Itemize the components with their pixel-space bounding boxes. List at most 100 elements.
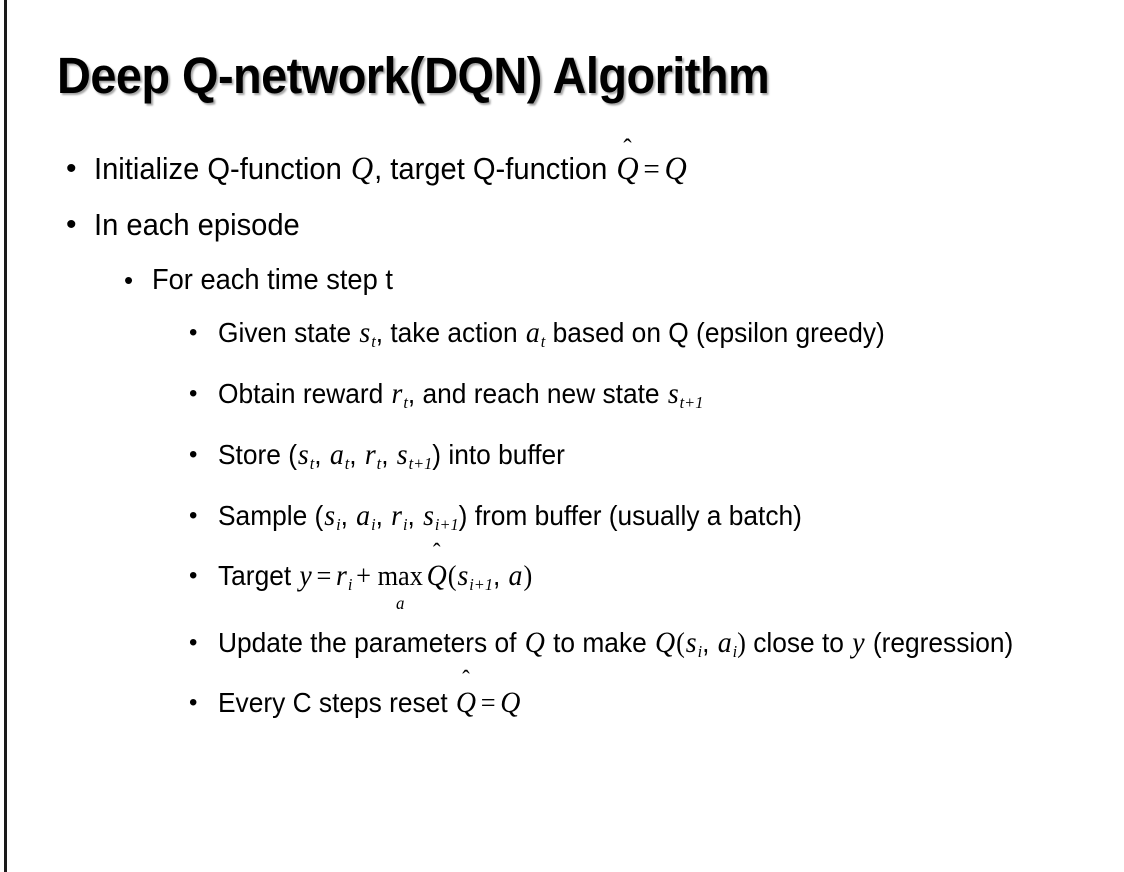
math-a: a	[717, 626, 732, 659]
text-fragment: , and reach new state	[407, 377, 667, 409]
math-q-hat: Q̂	[615, 148, 639, 190]
math-paren-close: )	[523, 561, 533, 593]
math-q-hat: Q̂	[455, 680, 477, 726]
text-fragment: ,	[349, 438, 364, 470]
math-q-base: Q	[426, 560, 447, 593]
bullet-marker: •	[189, 319, 198, 346]
math-equals: =	[643, 151, 660, 186]
math-equals: =	[316, 561, 332, 593]
math-q-hat: Q̂	[426, 553, 448, 599]
math-max-label: max	[377, 561, 423, 593]
math-r: r	[391, 499, 403, 532]
math-paren-open: (	[676, 627, 685, 659]
bullet-marker: •	[189, 379, 198, 407]
list-item: • Sample (si, ai, ri, si+1) from buffer …	[0, 493, 1124, 547]
math-s: s	[457, 560, 469, 593]
text-fragment: Every C steps reset	[218, 687, 455, 719]
math-r-subscript: t	[376, 453, 382, 473]
text-fragment: Target	[218, 560, 299, 592]
bullet-text-given-state: Given state st, take action at based on …	[218, 310, 1069, 364]
math-s-subscript: i	[697, 641, 703, 661]
math-q: Q	[500, 687, 521, 720]
text-fragment: ,	[375, 499, 391, 531]
bullet-marker: •	[189, 628, 198, 656]
text-fragment: Given state	[218, 317, 359, 348]
math-q-base: Q	[616, 151, 639, 187]
text-fragment: ) from buffer (usually a batch)	[458, 499, 802, 531]
bullet-text-store: Store (st, at, rt, st+1) into buffer	[218, 432, 1069, 486]
text-fragment: , target Q-function	[374, 151, 616, 186]
bullet-marker: •	[189, 562, 198, 590]
slide-left-border	[4, 0, 7, 872]
text-fragment: ,	[492, 560, 508, 592]
bullet-text-update-parameters: Update the parameters of Q to make Q(si,…	[218, 620, 1069, 674]
text-fragment: , take action	[375, 317, 525, 348]
bullet-text-obtain-reward: Obtain reward rt, and reach new state st…	[218, 371, 1069, 425]
bullet-text-for-each-time-step: For each time step t	[152, 264, 393, 296]
text-fragment: (regression)	[865, 626, 1014, 658]
math-a: a	[356, 499, 371, 532]
math-max-limit: a	[396, 592, 405, 613]
math-a: a	[525, 317, 540, 349]
bullet-text-in-each-episode: In each episode	[94, 207, 300, 242]
math-s-subscript: t	[371, 331, 376, 351]
list-item: • Initialize Q-function Q, target Q-func…	[0, 148, 1124, 190]
list-item: • Given state st, take action at based o…	[0, 310, 1124, 364]
bullet-marker: •	[66, 152, 77, 185]
math-s-subscript: t+1	[679, 392, 704, 412]
math-equals: =	[480, 688, 496, 720]
list-item: • In each episode	[0, 204, 1124, 246]
bullet-marker: •	[189, 689, 198, 717]
math-r: r	[364, 438, 376, 471]
text-fragment: Update the parameters of	[218, 626, 524, 658]
math-paren-close: )	[737, 627, 746, 659]
math-q-2: Q	[664, 151, 687, 187]
bullet-marker: •	[189, 440, 198, 468]
math-q: Q	[350, 151, 374, 187]
math-plus: +	[356, 561, 371, 593]
math-s: s	[667, 377, 679, 410]
bullet-text-sample: Sample (si, ai, ri, si+1) from buffer (u…	[218, 493, 1069, 547]
bullet-marker: •	[189, 501, 198, 529]
text-fragment: ,	[340, 499, 356, 531]
text-fragment: Store (	[218, 438, 297, 470]
math-q: Q	[524, 626, 545, 659]
math-q-base: Q	[455, 687, 477, 720]
list-item: • Every C steps reset Q̂=Q	[0, 680, 1124, 726]
math-paren-open: (	[447, 561, 457, 593]
math-s-subscript: t	[309, 453, 315, 473]
math-s-next-subscript: i+1	[434, 514, 459, 534]
text-fragment: ,	[407, 499, 423, 531]
text-fragment: ,	[702, 626, 717, 658]
text-fragment: Obtain reward	[218, 377, 391, 409]
math-r-subscript: t	[403, 392, 408, 412]
list-item: • Store (st, at, rt, st+1) into buffer	[0, 432, 1124, 486]
math-s: s	[297, 438, 309, 471]
math-a-subscript: t	[344, 453, 350, 473]
text-fragment: ,	[381, 438, 396, 470]
text-fragment: close to	[745, 626, 852, 658]
math-a: a	[329, 438, 344, 471]
math-q-2: Q	[655, 626, 676, 659]
math-r-subscript: i	[402, 514, 408, 534]
bullet-text-reset-target: Every C steps reset Q̂=Q	[218, 680, 1069, 726]
text-fragment: Initialize Q-function	[94, 151, 350, 186]
math-a: a	[508, 560, 523, 593]
math-s-next-subscript: t+1	[408, 453, 433, 473]
text-fragment: ) into buffer	[432, 438, 565, 470]
math-s-next: s	[396, 438, 408, 471]
text-fragment: ,	[314, 438, 329, 470]
list-item: • For each time step t	[0, 260, 1124, 300]
text-fragment: Sample (	[218, 499, 324, 531]
math-s-next: s	[423, 499, 434, 532]
math-s-subscript: i	[336, 514, 341, 534]
math-r: r	[391, 377, 403, 410]
text-fragment: to make	[545, 626, 655, 658]
math-y: y	[299, 560, 312, 593]
list-item: • Obtain reward rt, and reach new state …	[0, 371, 1124, 425]
list-item: • Update the parameters of Q to make Q(s…	[0, 620, 1124, 674]
